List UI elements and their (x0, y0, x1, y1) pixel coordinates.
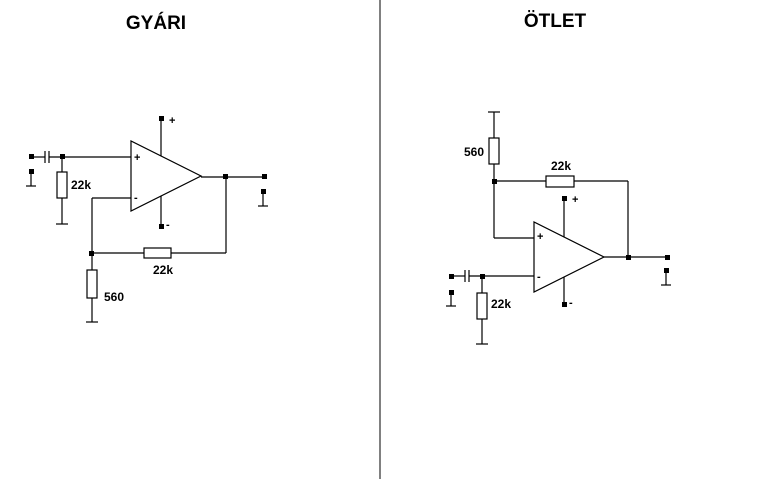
right-output-terminal (665, 255, 670, 260)
right-resistor-top-label: 560 (464, 145, 484, 159)
right-supply-plus: + (572, 194, 578, 206)
left-resistor-input (56, 171, 68, 199)
right-title: ÖTLET (524, 11, 587, 32)
right-input-capacitor (464, 270, 470, 282)
right-supply-minus: - (569, 297, 573, 309)
left-supply-minus-terminal (159, 224, 164, 229)
right-resistor-input-label: 22k (491, 297, 511, 311)
right-output-node (626, 255, 631, 260)
left-input-node (60, 154, 65, 159)
left-output-node (223, 174, 228, 179)
right-resistor-input (476, 292, 488, 320)
left-resistor-feedback (143, 247, 172, 259)
left-resistor-ground (86, 269, 98, 299)
left-opamp-plus: + (134, 152, 140, 164)
right-input-ground-icon (446, 290, 456, 307)
right-supply-minus-terminal (562, 302, 567, 307)
left-supply-plus-terminal (159, 116, 164, 121)
right-opamp (533, 221, 606, 293)
left-output-terminal (262, 174, 267, 179)
left-input-terminal (29, 154, 34, 159)
right-resistor-feedback-label: 22k (551, 159, 571, 173)
left-schematic: GYÁRI 22k + - + - (26, 12, 268, 323)
left-title: GYÁRI (126, 12, 186, 34)
right-resistor-feedback (545, 175, 575, 188)
right-input-terminal (449, 274, 454, 279)
right-opamp-minus: - (537, 271, 541, 283)
left-resistor-feedback-label: 22k (153, 263, 173, 277)
right-resistor-top (488, 137, 500, 165)
left-output-ground-icon (258, 189, 268, 207)
right-schematic: ÖTLET 560 22k + - + - (446, 11, 671, 345)
left-supply-minus: - (166, 219, 170, 231)
left-supply-plus: + (169, 115, 175, 127)
left-opamp (130, 140, 203, 212)
left-opamp-minus: - (134, 192, 138, 204)
left-resistor-ground-label: 560 (104, 290, 124, 304)
right-opamp-plus: + (537, 231, 543, 243)
right-output-ground-icon (661, 268, 671, 286)
left-input-ground-icon (26, 169, 36, 187)
left-input-capacitor (44, 151, 50, 163)
left-resistor-input-label: 22k (71, 178, 91, 192)
right-supply-plus-terminal (562, 196, 567, 201)
